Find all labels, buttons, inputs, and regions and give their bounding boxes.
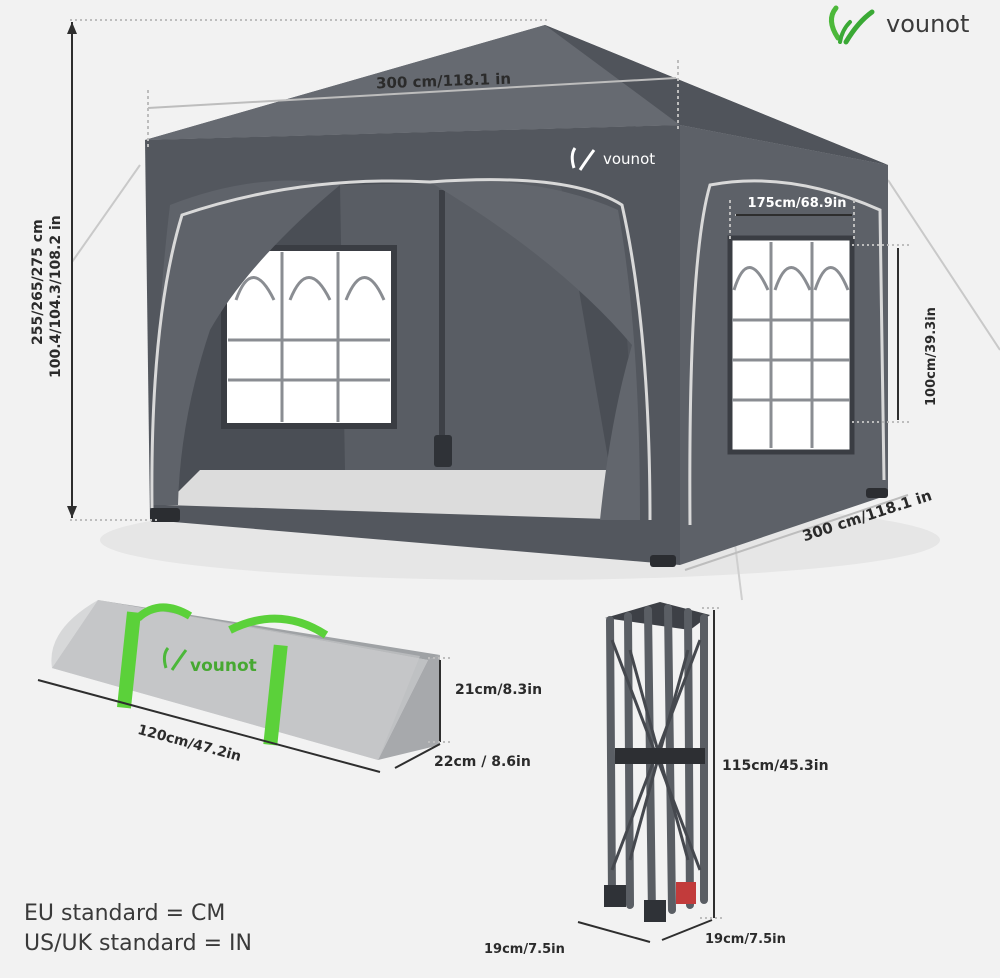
brand-name: vounot: [886, 10, 970, 38]
guy-rope: [71, 164, 141, 263]
guy-rope: [887, 179, 1000, 351]
tent-foot: [650, 555, 676, 567]
frame-width-b-label: 19cm/7.5in: [705, 932, 786, 947]
tent-foot: [150, 508, 180, 522]
side-trim: [688, 179, 886, 526]
bag-brand-name: vounot: [190, 656, 257, 676]
carry-bag: [51, 600, 440, 760]
arrow-down-icon: [67, 506, 77, 518]
arrow-up-icon: [67, 22, 77, 34]
frame-width-a-label: 19cm/7.5in: [484, 942, 565, 957]
height-cm-label: 255/265/275 cm: [30, 219, 46, 345]
eu-standard-note: EU standard = CM: [24, 901, 226, 926]
frame-dimension-lines: [577, 610, 715, 943]
door-trim: [150, 178, 652, 521]
window-height-label: 100cm/39.3in: [924, 307, 939, 406]
bag-dimension-lines: [37, 660, 441, 773]
tent-brand-name: vounot: [603, 150, 656, 168]
folded-frame: [604, 602, 710, 922]
pole-weight: [434, 435, 452, 467]
right-curtain: [430, 180, 640, 521]
roof-front-slope: [145, 25, 680, 140]
side-window: [727, 235, 855, 455]
back-window: [221, 245, 397, 429]
tent-logo-icon: [570, 147, 596, 171]
height-in-label: 100.4/104.3/108.2 in: [48, 215, 64, 378]
us-standard-note: US/UK standard = IN: [24, 931, 252, 956]
roof-side-slope: [545, 25, 888, 165]
frame-height-label: 115cm/45.3in: [722, 758, 829, 774]
bag-depth-label: 22cm / 8.6in: [434, 754, 531, 770]
left-curtain: [152, 180, 340, 505]
window-width-label: 175cm/68.9in: [747, 196, 847, 211]
bag-height-label: 21cm/8.3in: [455, 682, 543, 698]
tent-foot: [866, 488, 888, 498]
ground: [165, 470, 640, 520]
brand-logo-icon: [829, 5, 875, 45]
